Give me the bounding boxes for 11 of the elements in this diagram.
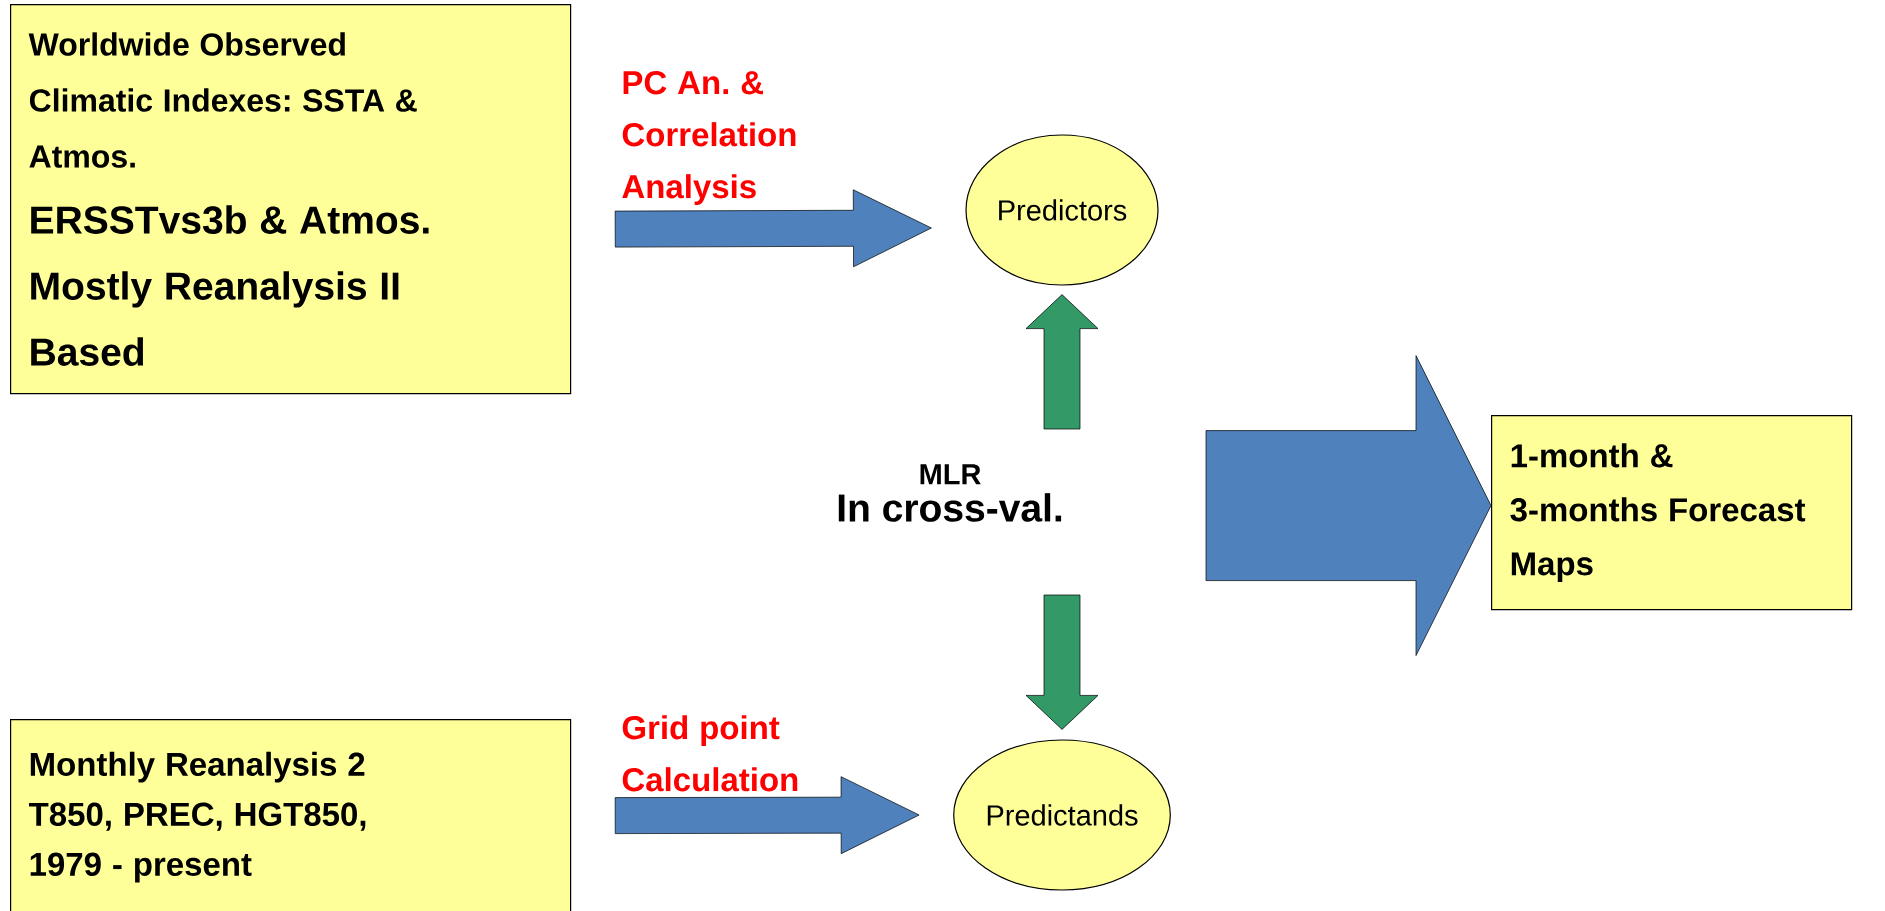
source-box: Worldwide Observed Climatic Indexes: SSTA & Atmos. ERSSTvs3b & Atmos. Mostly Reanalysis II Based <box>10 4 572 395</box>
edge-label: PC An. & Correlation Analysis <box>622 71 796 205</box>
method-label: MLR In cross-val. <box>838 464 1062 522</box>
block-arrow <box>1025 594 1099 730</box>
block-arrow <box>1025 294 1099 430</box>
edge-label: Grid point Calculation <box>622 715 798 792</box>
output-box: 1-month & 3-months Forecast Maps <box>1491 415 1853 611</box>
block-arrow <box>1205 355 1492 656</box>
block-arrow <box>614 189 932 268</box>
block-arrow <box>614 776 920 854</box>
source-box: Monthly Reanalysis 2 T850, PREC, HGT850, 1979 - present <box>10 719 572 911</box>
